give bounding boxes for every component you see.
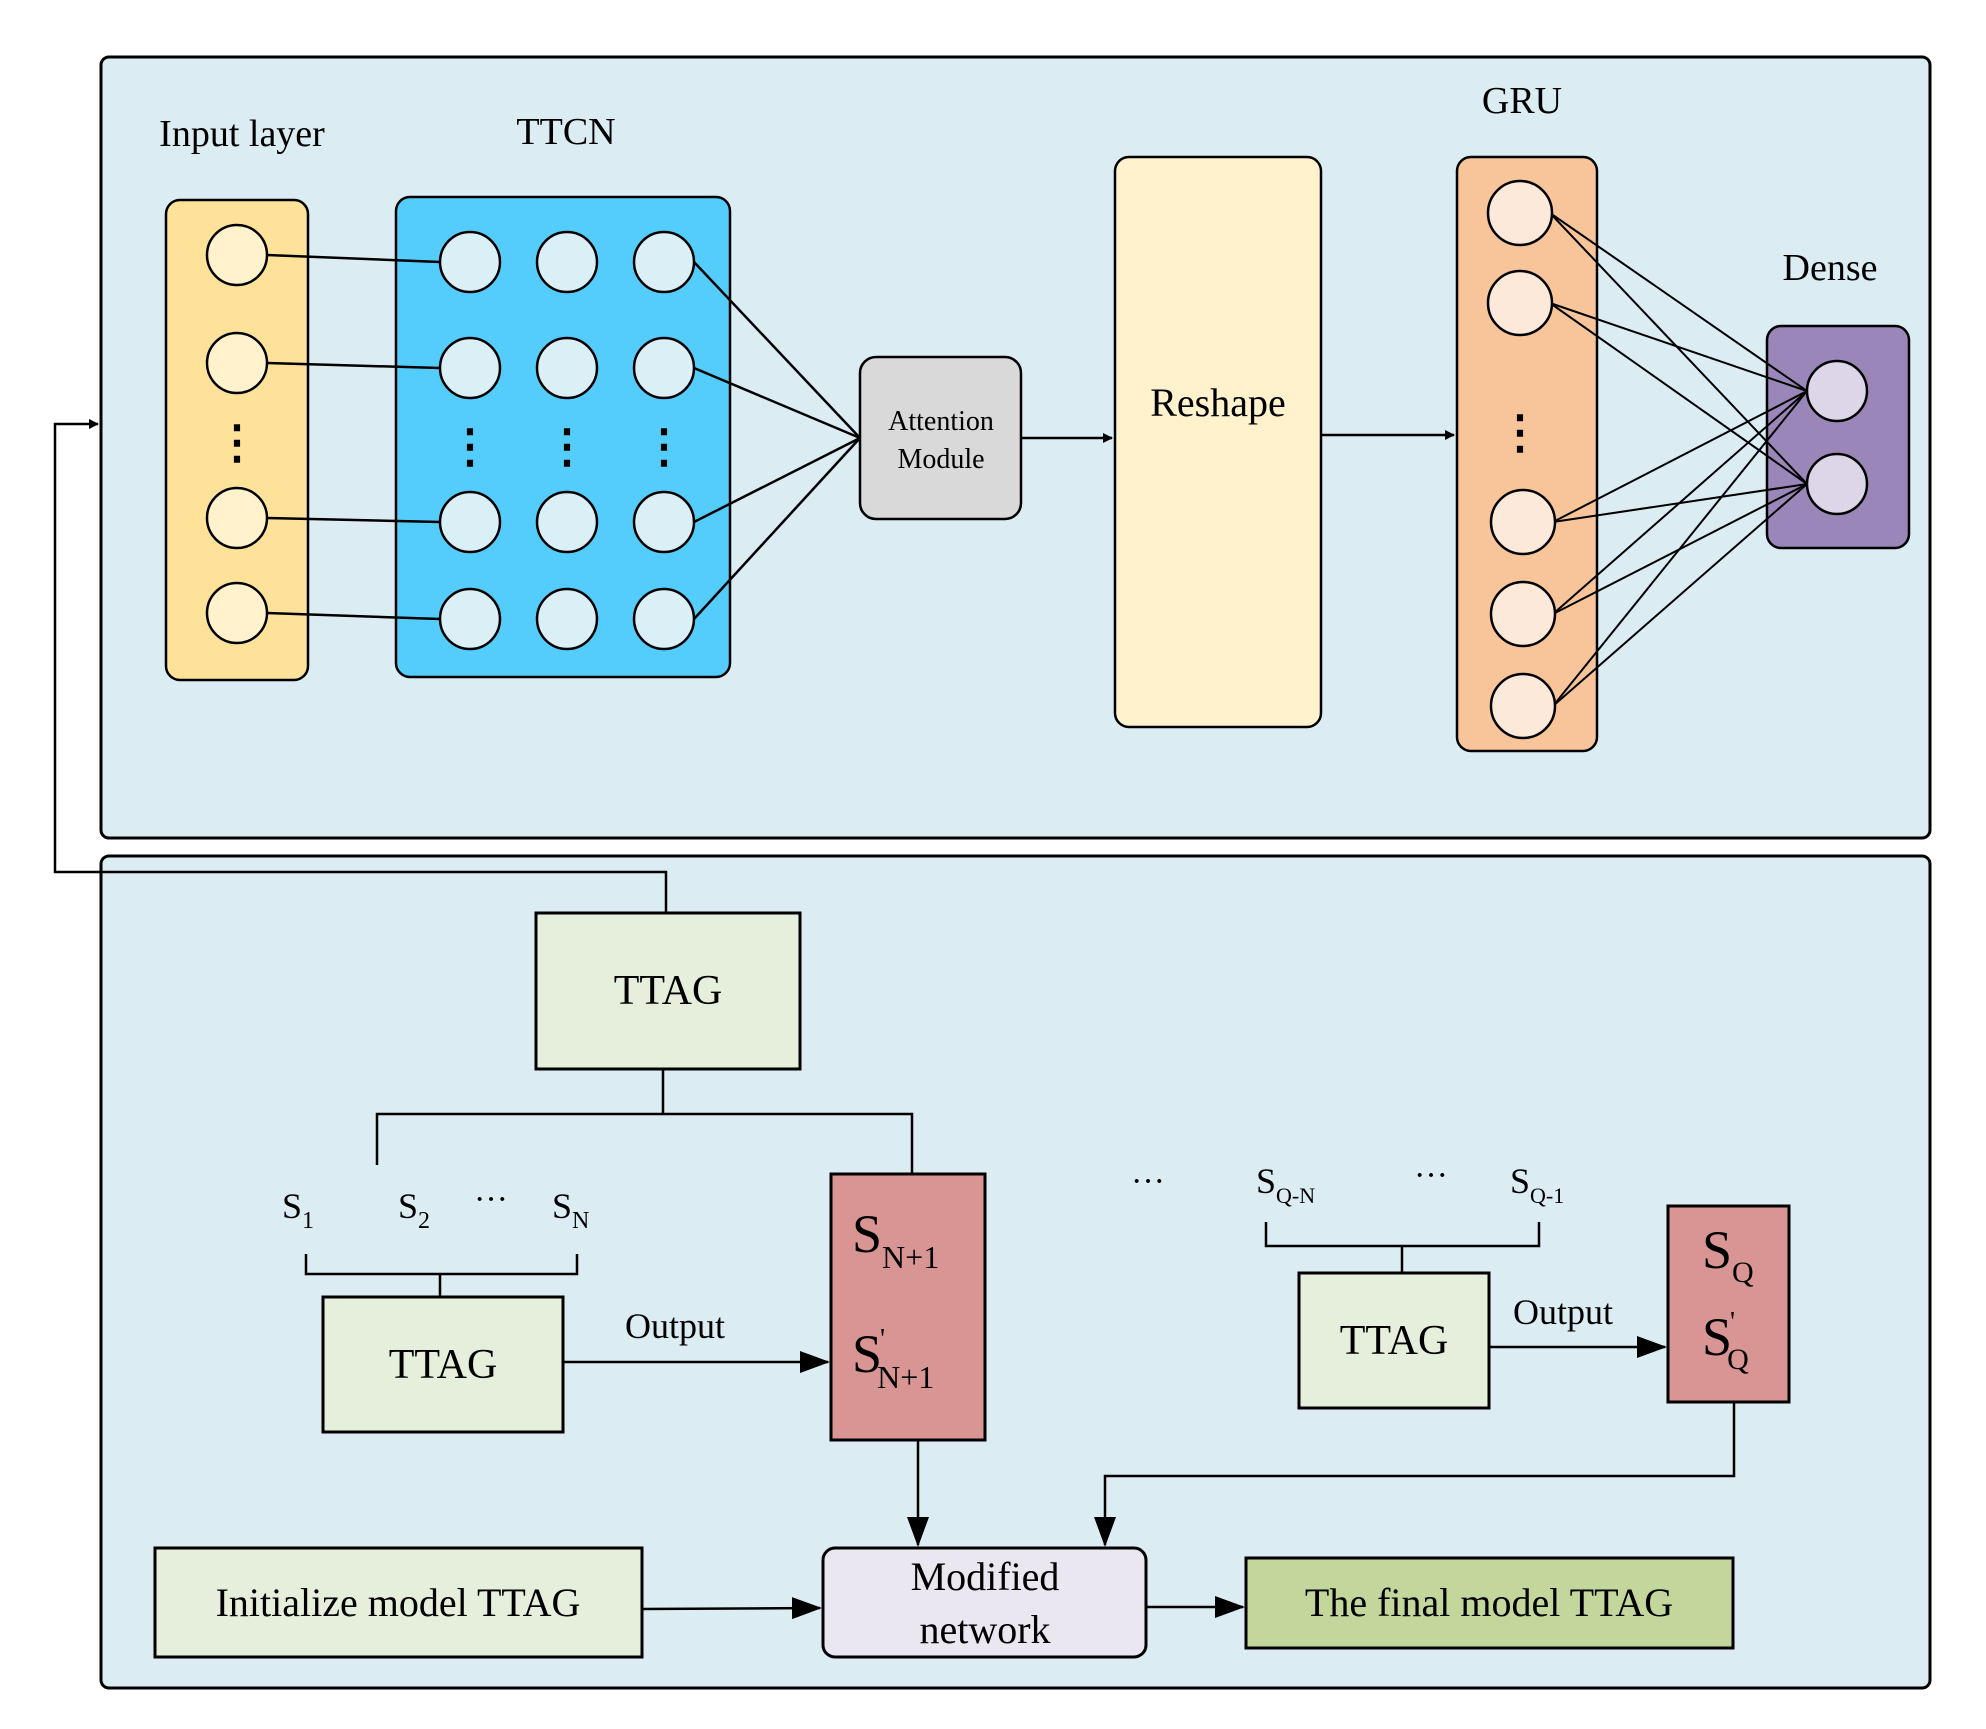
- ttcn-dots-col3: ⋮: [641, 421, 687, 472]
- input-layer-box: [164, 198, 310, 682]
- ttcn-to-attention-lines: [693, 261, 861, 620]
- s-q-box: [1666, 1204, 1791, 1404]
- ttcn-box: [394, 195, 732, 679]
- attention-label-line2: Module: [897, 444, 984, 475]
- ttag-top-label: TTAG: [614, 968, 723, 1014]
- ttcn-title: TTCN: [516, 111, 615, 153]
- ttag-top-box: [534, 911, 802, 1071]
- sq1-label: SQ-1: [1510, 1161, 1564, 1208]
- ttag-left-label: TTAG: [389, 1342, 498, 1388]
- ttcn-dots-col1: ⋮: [447, 421, 493, 472]
- dense-box: [1765, 324, 1911, 550]
- initialize-model-label: Initialize model TTAG: [216, 1580, 581, 1625]
- reshape-label: Reshape: [1150, 380, 1286, 425]
- dense-title: Dense: [1783, 247, 1878, 289]
- s-prime-n-plus-1-label: S'N+1: [852, 1324, 934, 1395]
- input-layer-title: Input layer: [159, 113, 325, 155]
- ttcn-node: [632, 336, 696, 400]
- input-node: [205, 581, 269, 645]
- ttcn-node: [535, 336, 599, 400]
- right-bracket: [1264, 1222, 1541, 1273]
- modified-network-line1: Modified: [911, 1554, 1060, 1599]
- ttcn-node: [438, 336, 502, 400]
- dense-node: [1805, 452, 1869, 516]
- s-n-plus-1-box: [829, 1172, 987, 1442]
- gru-node: [1486, 269, 1554, 337]
- gru-vertical-dots: ⋮: [1497, 407, 1543, 458]
- input-to-ttcn-lines: [266, 253, 441, 621]
- ttcn-node: [632, 587, 696, 651]
- attention-label-line1: Attention: [888, 406, 994, 437]
- output-right-label: Output: [1513, 1292, 1613, 1332]
- ellipsis-left: ···: [474, 1181, 508, 1218]
- final-model-label: The final model TTAG: [1305, 1580, 1673, 1625]
- sqn-label: SQ-N: [1256, 1161, 1315, 1208]
- feedback-arrow-line: [53, 419, 668, 912]
- ttcn-node: [535, 490, 599, 554]
- s1-label: S1: [282, 1186, 314, 1234]
- ttcn-node: [535, 230, 599, 294]
- modified-network-box: [821, 1546, 1148, 1659]
- sn-label: SN: [552, 1186, 589, 1234]
- gru-node: [1486, 179, 1554, 247]
- dense-nodes: [1805, 359, 1869, 516]
- dense-node: [1805, 359, 1869, 423]
- gru-title: GRU: [1482, 80, 1562, 122]
- modified-network-line2: network: [919, 1607, 1050, 1652]
- ttcn-node: [438, 230, 502, 294]
- ttcn-node: [535, 587, 599, 651]
- ttag-left-box: [321, 1295, 565, 1434]
- ttcn-dots-col2: ⋮: [544, 421, 590, 472]
- input-node: [205, 331, 269, 395]
- initialize-model-box: [153, 1546, 644, 1659]
- s-n-plus-1-label: SN+1: [852, 1204, 939, 1275]
- s-q-label: SQ: [1702, 1220, 1754, 1289]
- gru-node: [1489, 488, 1557, 556]
- input-vertical-dots: ⋮: [214, 417, 260, 468]
- ttag-right-label: TTAG: [1340, 1318, 1449, 1364]
- reshape-box: [1113, 155, 1323, 729]
- gru-nodes: [1486, 179, 1557, 740]
- output-left-label: Output: [625, 1306, 725, 1346]
- gru-node: [1489, 580, 1557, 648]
- ttcn-node: [632, 230, 696, 294]
- initialize-to-modified-arrow: [641, 1597, 822, 1620]
- ttcn-node: [438, 490, 502, 554]
- input-node: [205, 486, 269, 550]
- left-bracket: [304, 1254, 579, 1297]
- input-node: [205, 223, 269, 287]
- final-model-box: [1244, 1556, 1735, 1650]
- ttag-top-branch: [375, 1069, 914, 1173]
- s-prime-q-label: S'Q: [1702, 1307, 1749, 1376]
- ttcn-node: [438, 587, 502, 651]
- s2-label: S2: [398, 1186, 430, 1234]
- ttcn-node: [632, 490, 696, 554]
- gru-to-dense-lines: [1549, 212, 1808, 707]
- attention-module-box: [858, 355, 1023, 521]
- ellipsis-between-groups: ···: [1131, 1163, 1165, 1200]
- gru-node: [1489, 672, 1557, 740]
- red-right-to-modified-arrow: [1094, 1402, 1736, 1547]
- ttag-right-box: [1297, 1271, 1491, 1410]
- ellipsis-right: ···: [1414, 1157, 1448, 1194]
